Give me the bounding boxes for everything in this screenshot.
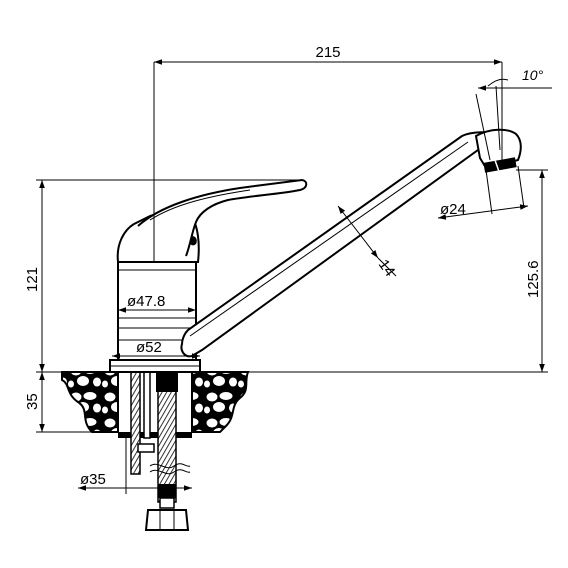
- countertop-left: [61, 371, 119, 433]
- hose-fitting-neck: [159, 497, 175, 509]
- lever-handle: [137, 178, 308, 257]
- dim-mount-hole-diameter: ø35: [80, 471, 106, 488]
- dim-base-diameter: ø52: [136, 339, 162, 356]
- spout-tube: [180, 131, 510, 358]
- dim-mount-thickness: 35: [24, 393, 41, 410]
- hose-break-line-2: [149, 469, 191, 475]
- mount-stud: [130, 371, 141, 475]
- dimension-lines: 215 10° ø24 14 121 125.6 ø47.8 ø52: [24, 44, 552, 494]
- spout: [180, 128, 522, 358]
- dim-outlet-diameter: ø24: [440, 201, 466, 218]
- hose-hex-fitting: [144, 509, 190, 531]
- aerator-icon: [483, 157, 517, 173]
- countertop: [61, 371, 250, 433]
- dim-total-height: 121: [24, 267, 41, 292]
- dim-spout-reach: 215: [315, 44, 340, 61]
- hose-collar: [156, 372, 178, 392]
- handle-indicator-icon: [190, 236, 197, 246]
- mount-plate: [118, 432, 192, 438]
- countertop-right: [191, 371, 250, 433]
- dim-spout-angle: 10°: [522, 67, 544, 83]
- mounting-hardware: [118, 371, 192, 531]
- dim-spout-height: 125.6: [525, 260, 542, 298]
- mount-nut: [137, 443, 155, 453]
- dim-body-diameter: ø47.8: [127, 293, 165, 310]
- hose-break-line: [149, 463, 191, 469]
- dim-spout-tube: 14: [375, 256, 399, 279]
- hose-crimp: [158, 484, 176, 498]
- mount-bracket: [143, 371, 151, 439]
